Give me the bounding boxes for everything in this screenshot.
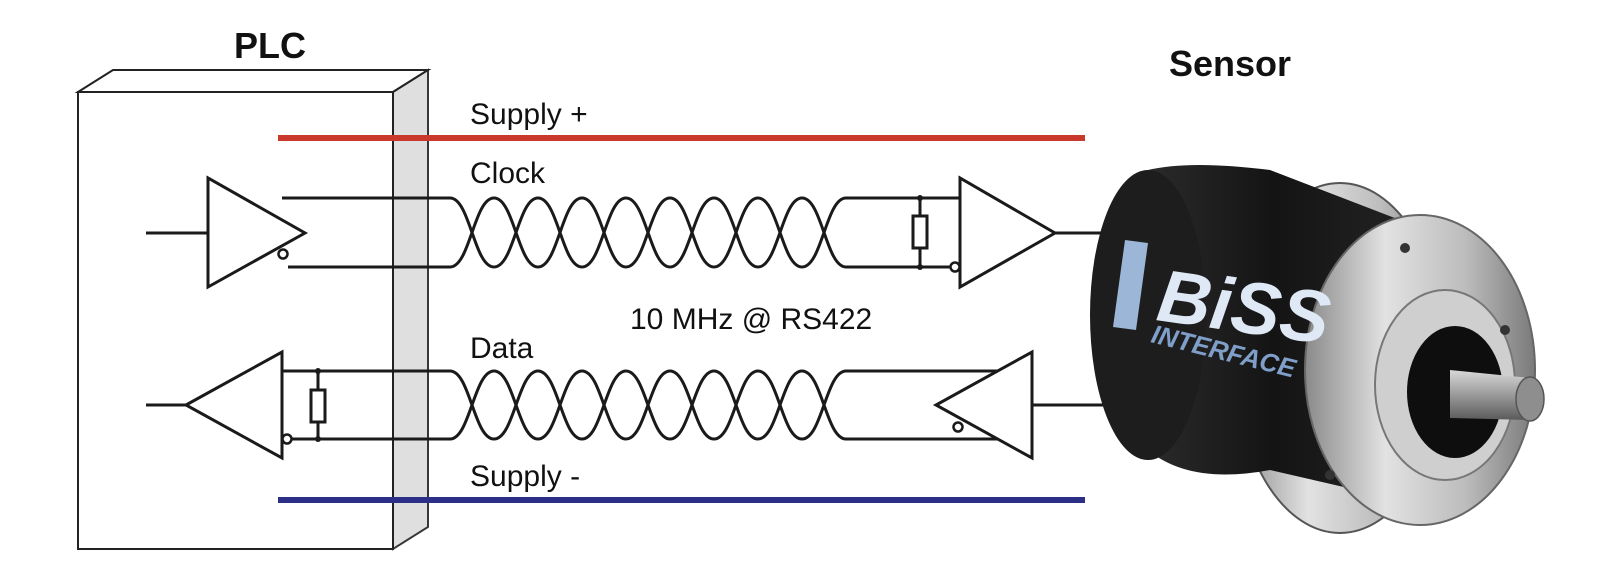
clock-channel — [146, 175, 1110, 290]
data-channel — [146, 349, 1110, 461]
supply-minus-label: Supply - — [470, 460, 580, 493]
sensor-title: Sensor — [1169, 43, 1291, 84]
data-termination-resistor — [309, 388, 327, 424]
sensor-data-driver — [932, 349, 1034, 461]
clock-label: Clock — [470, 157, 546, 190]
clock-termination-resistor — [911, 214, 929, 250]
data-label: Data — [470, 332, 534, 365]
sensor-encoder-image: BiSS INTERFACE — [1090, 165, 1545, 534]
plc-box — [74, 68, 432, 551]
plc-data-receiver — [182, 349, 284, 461]
logo-stripe — [1113, 240, 1148, 330]
sensor-clock-receiver — [958, 175, 1059, 290]
link-spec-label: 10 MHz @ RS422 — [630, 303, 872, 336]
plc-title: PLC — [234, 25, 306, 66]
supply-plus-label: Supply + — [470, 98, 588, 131]
plc-clock-driver — [206, 175, 309, 290]
